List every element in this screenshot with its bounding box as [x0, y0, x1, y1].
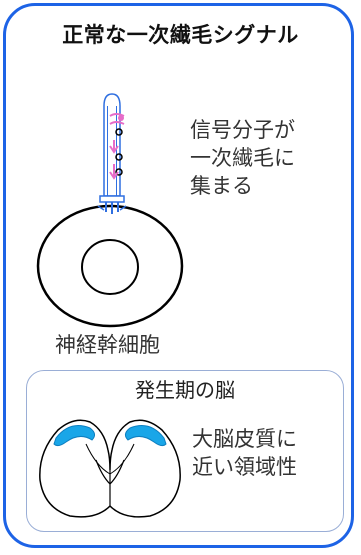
- main-panel: [3, 3, 354, 548]
- development-box: [26, 370, 344, 532]
- cortex-region-left: [53, 425, 96, 447]
- brain-coronal-section-icon: [39, 419, 181, 518]
- panel-title: 正常な一次繊毛シグナル: [62, 23, 299, 47]
- primary-cilium-icon: [97, 93, 127, 214]
- cell-label: 神経幹細胞: [55, 333, 160, 357]
- cortex-region-right: [124, 425, 167, 447]
- signal-molecule-icon: [109, 113, 125, 117]
- development-title: 発生期の脳: [135, 378, 235, 402]
- cell-body: [36, 204, 184, 328]
- nucleus: [81, 239, 139, 295]
- cilium-caption: 信号分子が 一次繊毛に 集まる: [190, 118, 295, 198]
- development-caption: 大脳皮質に 近い領域性: [192, 427, 297, 479]
